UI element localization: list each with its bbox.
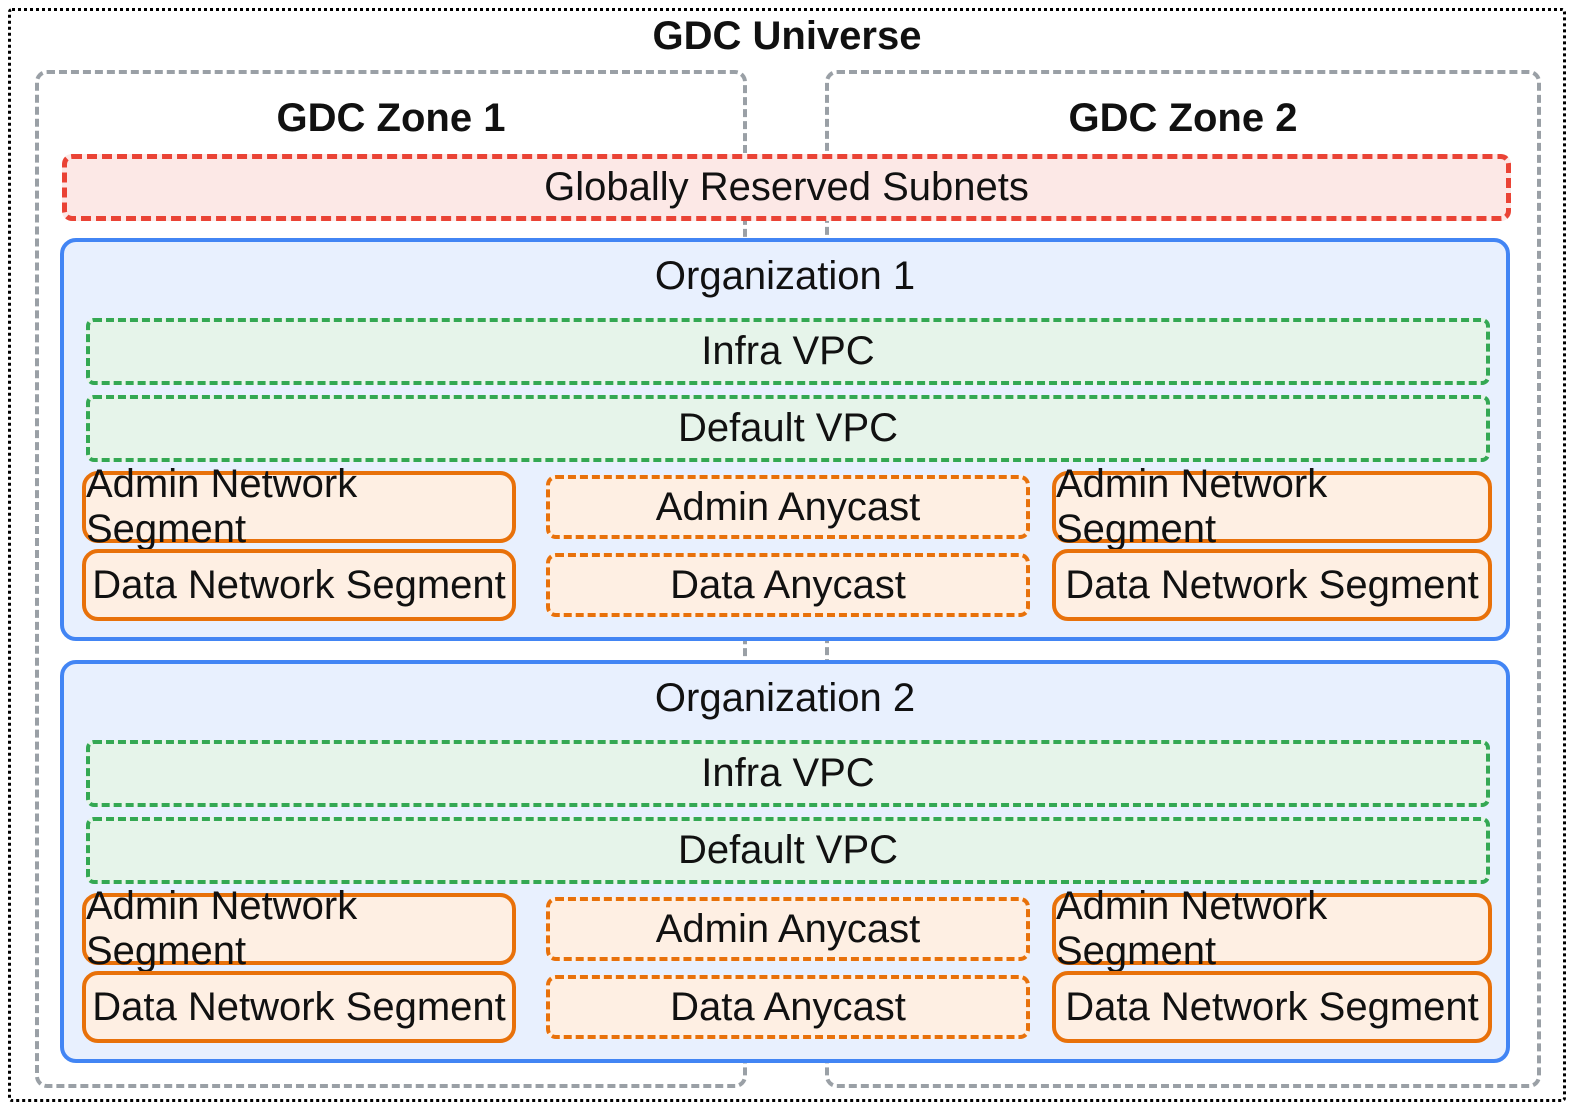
org2-zone2-data-network-segment-label: Data Network Segment bbox=[1065, 984, 1479, 1029]
org1-zone1-data-network-segment: Data Network Segment bbox=[82, 549, 516, 621]
org1-zone2-admin-network-segment: Admin Network Segment bbox=[1052, 462, 1492, 551]
org1-zone2-data-network-segment-label: Data Network Segment bbox=[1065, 562, 1479, 607]
globally-reserved-subnets-box: Globally Reserved Subnets bbox=[62, 154, 1511, 221]
org1-default-vpc-box: Default VPC bbox=[86, 395, 1490, 462]
globally-reserved-subnets-label: Globally Reserved Subnets bbox=[544, 165, 1029, 209]
organization-2-container: Organization 2 Infra VPC Default VPC Adm… bbox=[60, 660, 1510, 1063]
org2-zone2-admin-network-segment-label: Admin Network Segment bbox=[1056, 884, 1328, 973]
org1-zone2-admin-network-segment-label: Admin Network Segment bbox=[1056, 462, 1328, 551]
org2-default-vpc-box: Default VPC bbox=[86, 817, 1490, 884]
universe-title: GDC Universe bbox=[652, 14, 922, 58]
org1-infra-vpc-label: Infra VPC bbox=[701, 329, 875, 373]
org2-data-anycast-box: Data Anycast bbox=[546, 975, 1030, 1039]
org1-admin-anycast-label: Admin Anycast bbox=[655, 484, 921, 529]
org2-admin-anycast-box: Admin Anycast bbox=[546, 897, 1030, 961]
org1-zone1-admin-network-segment: Admin Network Segment bbox=[82, 462, 516, 551]
zone-1-label: GDC Zone 1 bbox=[276, 96, 506, 140]
org1-data-anycast-box: Data Anycast bbox=[546, 553, 1030, 617]
organization-1-container: Organization 1 Infra VPC Default VPC Adm… bbox=[60, 238, 1510, 641]
org2-admin-anycast-label: Admin Anycast bbox=[655, 906, 921, 951]
gdc-universe-frame bbox=[8, 8, 1566, 1102]
org2-infra-vpc-box: Infra VPC bbox=[86, 740, 1490, 807]
org2-zone1-admin-network-segment: Admin Network Segment bbox=[82, 884, 516, 973]
org2-zone2-admin-network-segment: Admin Network Segment bbox=[1052, 884, 1492, 973]
org2-data-anycast-label: Data Anycast bbox=[670, 984, 906, 1029]
org2-zone1-admin-network-segment-label: Admin Network Segment bbox=[86, 884, 358, 973]
org1-zone1-admin-network-segment-label: Admin Network Segment bbox=[86, 462, 358, 551]
org2-zone1-data-network-segment: Data Network Segment bbox=[82, 971, 516, 1043]
org1-zone1-data-network-segment-label: Data Network Segment bbox=[92, 562, 506, 607]
org2-infra-vpc-label: Infra VPC bbox=[701, 751, 875, 795]
org1-default-vpc-label: Default VPC bbox=[677, 406, 899, 450]
org1-data-anycast-label: Data Anycast bbox=[670, 562, 906, 607]
organization-2-label: Organization 2 bbox=[654, 676, 916, 720]
org1-zone2-data-network-segment: Data Network Segment bbox=[1052, 549, 1492, 621]
org1-infra-vpc-box: Infra VPC bbox=[86, 318, 1490, 385]
zone-2-label: GDC Zone 2 bbox=[1068, 96, 1298, 140]
org2-zone2-data-network-segment: Data Network Segment bbox=[1052, 971, 1492, 1043]
org1-admin-anycast-box: Admin Anycast bbox=[546, 475, 1030, 539]
org2-zone1-data-network-segment-label: Data Network Segment bbox=[92, 984, 506, 1029]
organization-1-label: Organization 1 bbox=[654, 254, 916, 298]
org2-default-vpc-label: Default VPC bbox=[677, 828, 899, 872]
